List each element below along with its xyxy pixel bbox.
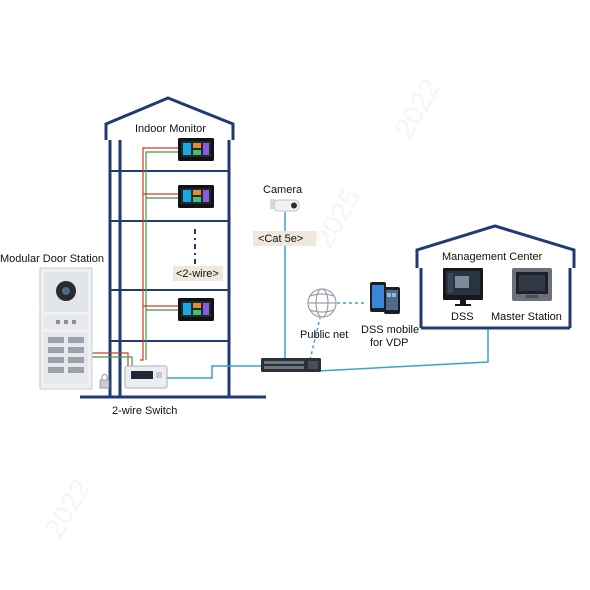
master-station-label: Master Station	[491, 311, 562, 323]
cable-poe-to-publicnet	[309, 317, 321, 361]
indoor-monitor-label: Indoor Monitor	[135, 123, 206, 135]
dss-mobile-label-line1: DSS mobile	[361, 324, 419, 336]
two-wire-label-bg	[173, 266, 223, 281]
svg-text:2022: 2022	[388, 74, 446, 143]
management-center-building	[415, 224, 576, 330]
indoor-monitor-1	[178, 138, 214, 161]
cat5e-label-bg	[253, 231, 316, 246]
camera-label: Camera	[263, 184, 303, 196]
camera-icon	[270, 199, 300, 212]
modular-door-station	[39, 267, 93, 390]
cable-poe-to-management	[317, 328, 489, 372]
svg-text:2022: 2022	[38, 474, 96, 543]
dss-monitor	[443, 268, 483, 306]
indoor-monitor-2	[178, 185, 214, 208]
modular-door-station-label: Modular Door Station	[0, 253, 104, 265]
globe-icon	[307, 288, 337, 318]
two-wire-cabling	[92, 147, 178, 366]
two-wire-switch-label: 2-wire Switch	[112, 405, 177, 417]
network-switch-icon	[261, 358, 321, 372]
cable-switch-to-poe	[167, 365, 262, 379]
master-station	[512, 268, 552, 301]
public-net-label: Public net	[300, 329, 348, 341]
building	[80, 96, 266, 399]
cat5e-label: <Cat 5e>	[258, 233, 303, 245]
two-wire-label: <2-wire>	[176, 268, 219, 280]
two-wire-switch	[124, 365, 168, 389]
svg-text:2025: 2025	[308, 184, 366, 253]
indoor-monitor-3	[178, 298, 214, 321]
building-roof	[104, 96, 235, 140]
smartphone-icon	[370, 282, 400, 314]
more-floors-indicator	[194, 229, 196, 264]
management-center-label: Management Center	[442, 251, 543, 263]
dss-mobile-label-line2: for VDP	[370, 337, 409, 349]
dss-label: DSS	[451, 311, 474, 323]
lock-icon	[99, 374, 110, 389]
